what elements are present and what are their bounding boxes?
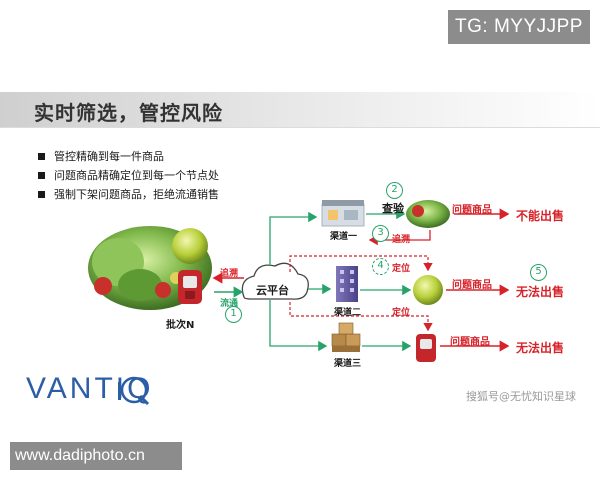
tag-badge: TG: MYYJJPP [448, 10, 590, 44]
brand-logo-text: VANTIQ [26, 372, 154, 405]
problem-goods-label-2: 问题商品 [452, 280, 492, 291]
channel2-building-icon [336, 266, 358, 302]
inspect-produce-image [406, 200, 450, 228]
traceback-mid-arrow [368, 230, 431, 246]
result-label-3: 无法出售 [516, 341, 565, 355]
slide-title: 实时筛选，管控风险 [34, 101, 223, 125]
bullet-square-icon [38, 191, 45, 198]
channel-label-3: 渠道三 [334, 359, 362, 369]
step-number-4: 4 [372, 258, 389, 275]
locate-label-1: 定位 [392, 264, 411, 274]
cloud-label: 云平台 [256, 284, 289, 297]
watermark-text: 搜狐号@无忧知识星球 [466, 390, 576, 403]
channel1-arrow [269, 211, 318, 266]
bullet-text: 强制下架问题商品，拒绝流通销售 [54, 188, 219, 201]
traceback-mid-label: 追溯 [392, 235, 411, 245]
produce-pile-image [88, 226, 212, 310]
channel3-arrow [269, 300, 328, 352]
problem-goods-label-1: 问题商品 [452, 205, 492, 216]
bullet-item: 管控精确到每一件商品 [38, 148, 219, 167]
inspect-label: 查验 [382, 202, 404, 215]
scanner-device-icon-2 [416, 334, 436, 362]
bullet-list: 管控精确到每一件商品 问题商品精确定位到每一个节点处 强制下架问题商品，拒绝流通… [38, 148, 219, 205]
step-number-5: 5 [530, 264, 547, 281]
brand-logo-icon [118, 376, 150, 406]
bullet-text: 管控精确到每一件商品 [54, 150, 164, 163]
cloud-platform-icon [241, 262, 309, 300]
batch-label: 批次N [166, 320, 195, 331]
channel-label-2: 渠道二 [334, 308, 362, 318]
problem-goods-label-3: 问题商品 [450, 337, 490, 348]
bullet-item: 强制下架问题商品，拒绝流通销售 [38, 186, 219, 205]
locate-dashed-arrow-2 [289, 302, 433, 332]
title-bar [0, 92, 600, 128]
step-number-1: 1 [225, 306, 242, 323]
scanner-device-icon [178, 270, 202, 304]
step-number-3: 3 [372, 225, 389, 242]
circulation-label: 流通 [220, 299, 239, 309]
channel-label-1: 渠道一 [330, 232, 358, 242]
footer-url: www.dadiphoto.cn [10, 442, 182, 470]
bullet-square-icon [38, 153, 45, 160]
result-label-1: 不能出售 [516, 209, 565, 223]
channel1-store-icon [321, 200, 365, 227]
locate-dashed-arrow-1 [289, 255, 433, 272]
result-label-2: 无法出售 [516, 285, 565, 299]
step-number-2: 2 [386, 182, 403, 199]
bullet-square-icon [38, 172, 45, 179]
locate-label-2: 定位 [392, 308, 411, 318]
bullet-item: 问题商品精确定位到每一个节点处 [38, 167, 219, 186]
channel3-boxes-icon [331, 322, 361, 352]
traceback-left-label: 追溯 [220, 269, 239, 279]
lemon-image [413, 275, 443, 305]
bullet-text: 问题商品精确定位到每一个节点处 [54, 169, 219, 182]
